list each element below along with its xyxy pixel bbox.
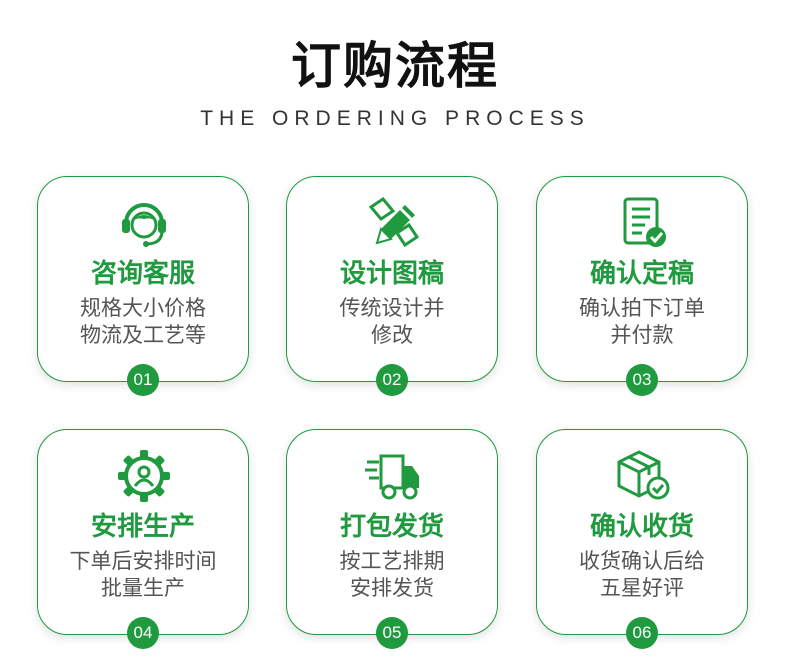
- step-card-receipt: 确认收货 收货确认后给 五星好评 06: [536, 429, 748, 649]
- design-pencil-icon: [363, 193, 423, 253]
- step-card-design: 设计图稿 传统设计并 修改 02: [286, 176, 498, 396]
- step-card-consult: 咨询客服 规格大小价格 物流及工艺等 01: [37, 176, 249, 396]
- step-description: 按工艺排期 安排发货: [287, 548, 497, 602]
- page-subtitle: THE ORDERING PROCESS: [200, 107, 590, 130]
- step-number-badge: 02: [376, 364, 408, 396]
- step-description: 传统设计并 修改: [287, 295, 497, 349]
- step-card-shipping: 打包发货 按工艺排期 安排发货 05: [286, 429, 498, 649]
- step-card-confirm-draft: 确认定稿 确认拍下订单 并付款 03: [536, 176, 748, 396]
- step-description: 规格大小价格 物流及工艺等: [38, 295, 248, 349]
- step-title: 打包发货: [339, 512, 444, 542]
- step-title: 设计图稿: [339, 259, 444, 289]
- step-number-badge: 04: [127, 617, 159, 649]
- step-title: 确认定稿: [589, 259, 694, 289]
- step-description-line: 批量生产: [101, 576, 185, 600]
- step-number-badge: 01: [127, 364, 159, 396]
- page-title: 订购流程: [291, 37, 499, 95]
- step-description: 下单后安排时间 批量生产: [38, 548, 248, 602]
- customer-service-headset-icon: [114, 193, 174, 253]
- step-title: 安排生产: [90, 512, 195, 542]
- step-description-line: 修改: [371, 323, 413, 347]
- step-description: 收货确认后给 五星好评: [537, 548, 747, 602]
- step-number-badge: 06: [626, 617, 658, 649]
- step-description-line: 收货确认后给: [579, 549, 705, 573]
- step-description-line: 物流及工艺等: [80, 323, 206, 347]
- step-description-line: 五星好评: [600, 576, 684, 600]
- delivery-truck-icon: [363, 446, 423, 506]
- step-number-badge: 03: [626, 364, 658, 396]
- step-description-line: 确认拍下订单: [579, 296, 705, 320]
- step-description-line: 安排发货: [350, 576, 434, 600]
- step-description-line: 并付款: [610, 323, 674, 347]
- step-title: 咨询客服: [90, 259, 195, 289]
- step-description: 确认拍下订单 并付款: [537, 295, 747, 349]
- package-check-icon: [613, 446, 673, 506]
- gear-person-icon: [114, 446, 174, 506]
- step-description-line: 传统设计并: [339, 296, 445, 320]
- document-check-icon: [613, 193, 673, 253]
- step-description-line: 规格大小价格: [80, 296, 206, 320]
- step-card-production: 安排生产 下单后安排时间 批量生产 04: [37, 429, 249, 649]
- step-description-line: 下单后安排时间: [69, 549, 217, 573]
- step-description-line: 按工艺排期: [339, 549, 445, 573]
- step-title: 确认收货: [589, 512, 694, 542]
- step-number-badge: 05: [376, 617, 408, 649]
